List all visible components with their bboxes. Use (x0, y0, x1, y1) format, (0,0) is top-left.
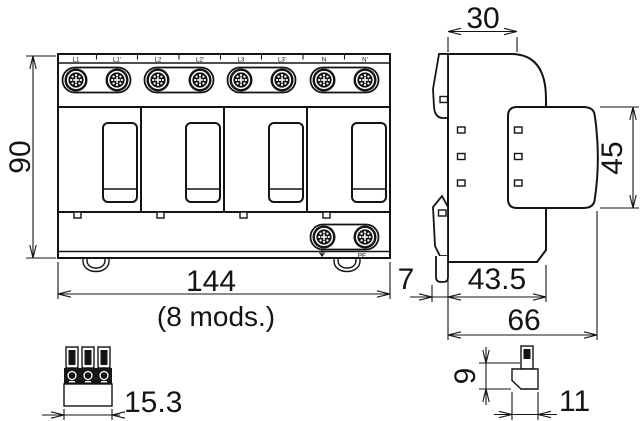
terminal-label-l3p: L3' (278, 57, 286, 64)
dim-width-note: (8 mods.) (157, 301, 275, 332)
dim-module-height-value: 45 (596, 141, 629, 174)
screw-icon (146, 68, 170, 92)
screw-icon (270, 68, 294, 92)
terminal-label-l3: L3 (238, 57, 245, 64)
terminal-label-np: N' (362, 57, 368, 64)
module-3 (223, 106, 308, 219)
screw-icon (229, 68, 253, 92)
screw-icon (64, 68, 88, 92)
terminal-labels: L1 L1' L2 L2' L3 L3' N N' (73, 57, 368, 64)
dimension-height-90: 90 (4, 55, 56, 259)
terminal-label-l1: L1 (73, 57, 80, 64)
label-band-ticks (95, 54, 346, 60)
dimension-plug-side-width: 11 (494, 385, 590, 420)
plug-screw-band (64, 368, 112, 384)
screw-icon (312, 225, 336, 249)
screw-icon (312, 68, 336, 92)
dimension-top-30: 30 (447, 2, 518, 52)
dim-plug-height-value: 9 (449, 368, 482, 385)
earth-ground-icon (317, 249, 327, 259)
din-clip-lower (432, 194, 449, 257)
screw-icon (353, 68, 377, 92)
dim-body-depth-value: 43.5 (468, 263, 526, 296)
plug-band-marks (69, 381, 107, 383)
din-claw-upper (432, 53, 449, 119)
screw-icon (188, 68, 212, 92)
terminal-plug-side-detail: 9 11 (449, 345, 590, 420)
side-view (432, 53, 599, 283)
plug-in-modules (57, 106, 391, 219)
side-module-profile (507, 106, 599, 209)
dimension-width-144: 144 (8 mods.) (57, 262, 391, 332)
terminal-label-n: N (322, 57, 326, 64)
module-2 (140, 106, 225, 219)
side-top-edge (439, 53, 547, 107)
dim-plug-width-value: 15.3 (124, 386, 182, 419)
pe-terminal-label: PE (358, 253, 366, 260)
pe-terminal-outline (309, 223, 380, 251)
plug-body (63, 383, 113, 407)
front-view: L1 L1' L2 L2' L3 L3' N N' (57, 53, 391, 273)
terminal-label-l2p: L2' (196, 57, 204, 64)
din-clip-loops (82, 258, 361, 273)
plug-side-body (511, 368, 539, 390)
dim-plug-side-width-value: 11 (559, 385, 590, 418)
plug-side-pin-slot (523, 349, 531, 359)
terminal-plug-front-detail: 15.3 (42, 346, 182, 420)
vent-hole (437, 209, 447, 217)
dimension-depths: 7 43.5 66 (398, 211, 598, 340)
din-clip-foot (435, 256, 449, 283)
dimension-plug-width: 15.3 (42, 386, 182, 420)
side-bottom-edge (448, 208, 547, 263)
dimension-plug-side-height: 9 (449, 347, 520, 405)
vent-hole (439, 95, 449, 104)
dim-total-depth-value: 66 (507, 304, 540, 337)
dim-clip-depth-value: 7 (398, 263, 415, 296)
dim-height-value: 90 (4, 140, 37, 173)
plug-band-screws (67, 370, 109, 381)
terminal-label-l1p: L1' (113, 57, 121, 64)
screw-icon (353, 225, 377, 249)
module-1 (57, 106, 142, 219)
module-vents (513, 126, 523, 187)
dim-width-value: 144 (186, 265, 236, 298)
plug-pins (65, 346, 111, 369)
terminal-label-l2: L2 (155, 57, 162, 64)
screw-icon (105, 68, 129, 92)
terminal-pair-outlines (61, 66, 380, 94)
dim-top-width-value: 30 (466, 2, 499, 35)
module-4 (306, 106, 391, 219)
housing-vents (456, 126, 466, 187)
dimension-module-45: 45 (596, 106, 639, 209)
